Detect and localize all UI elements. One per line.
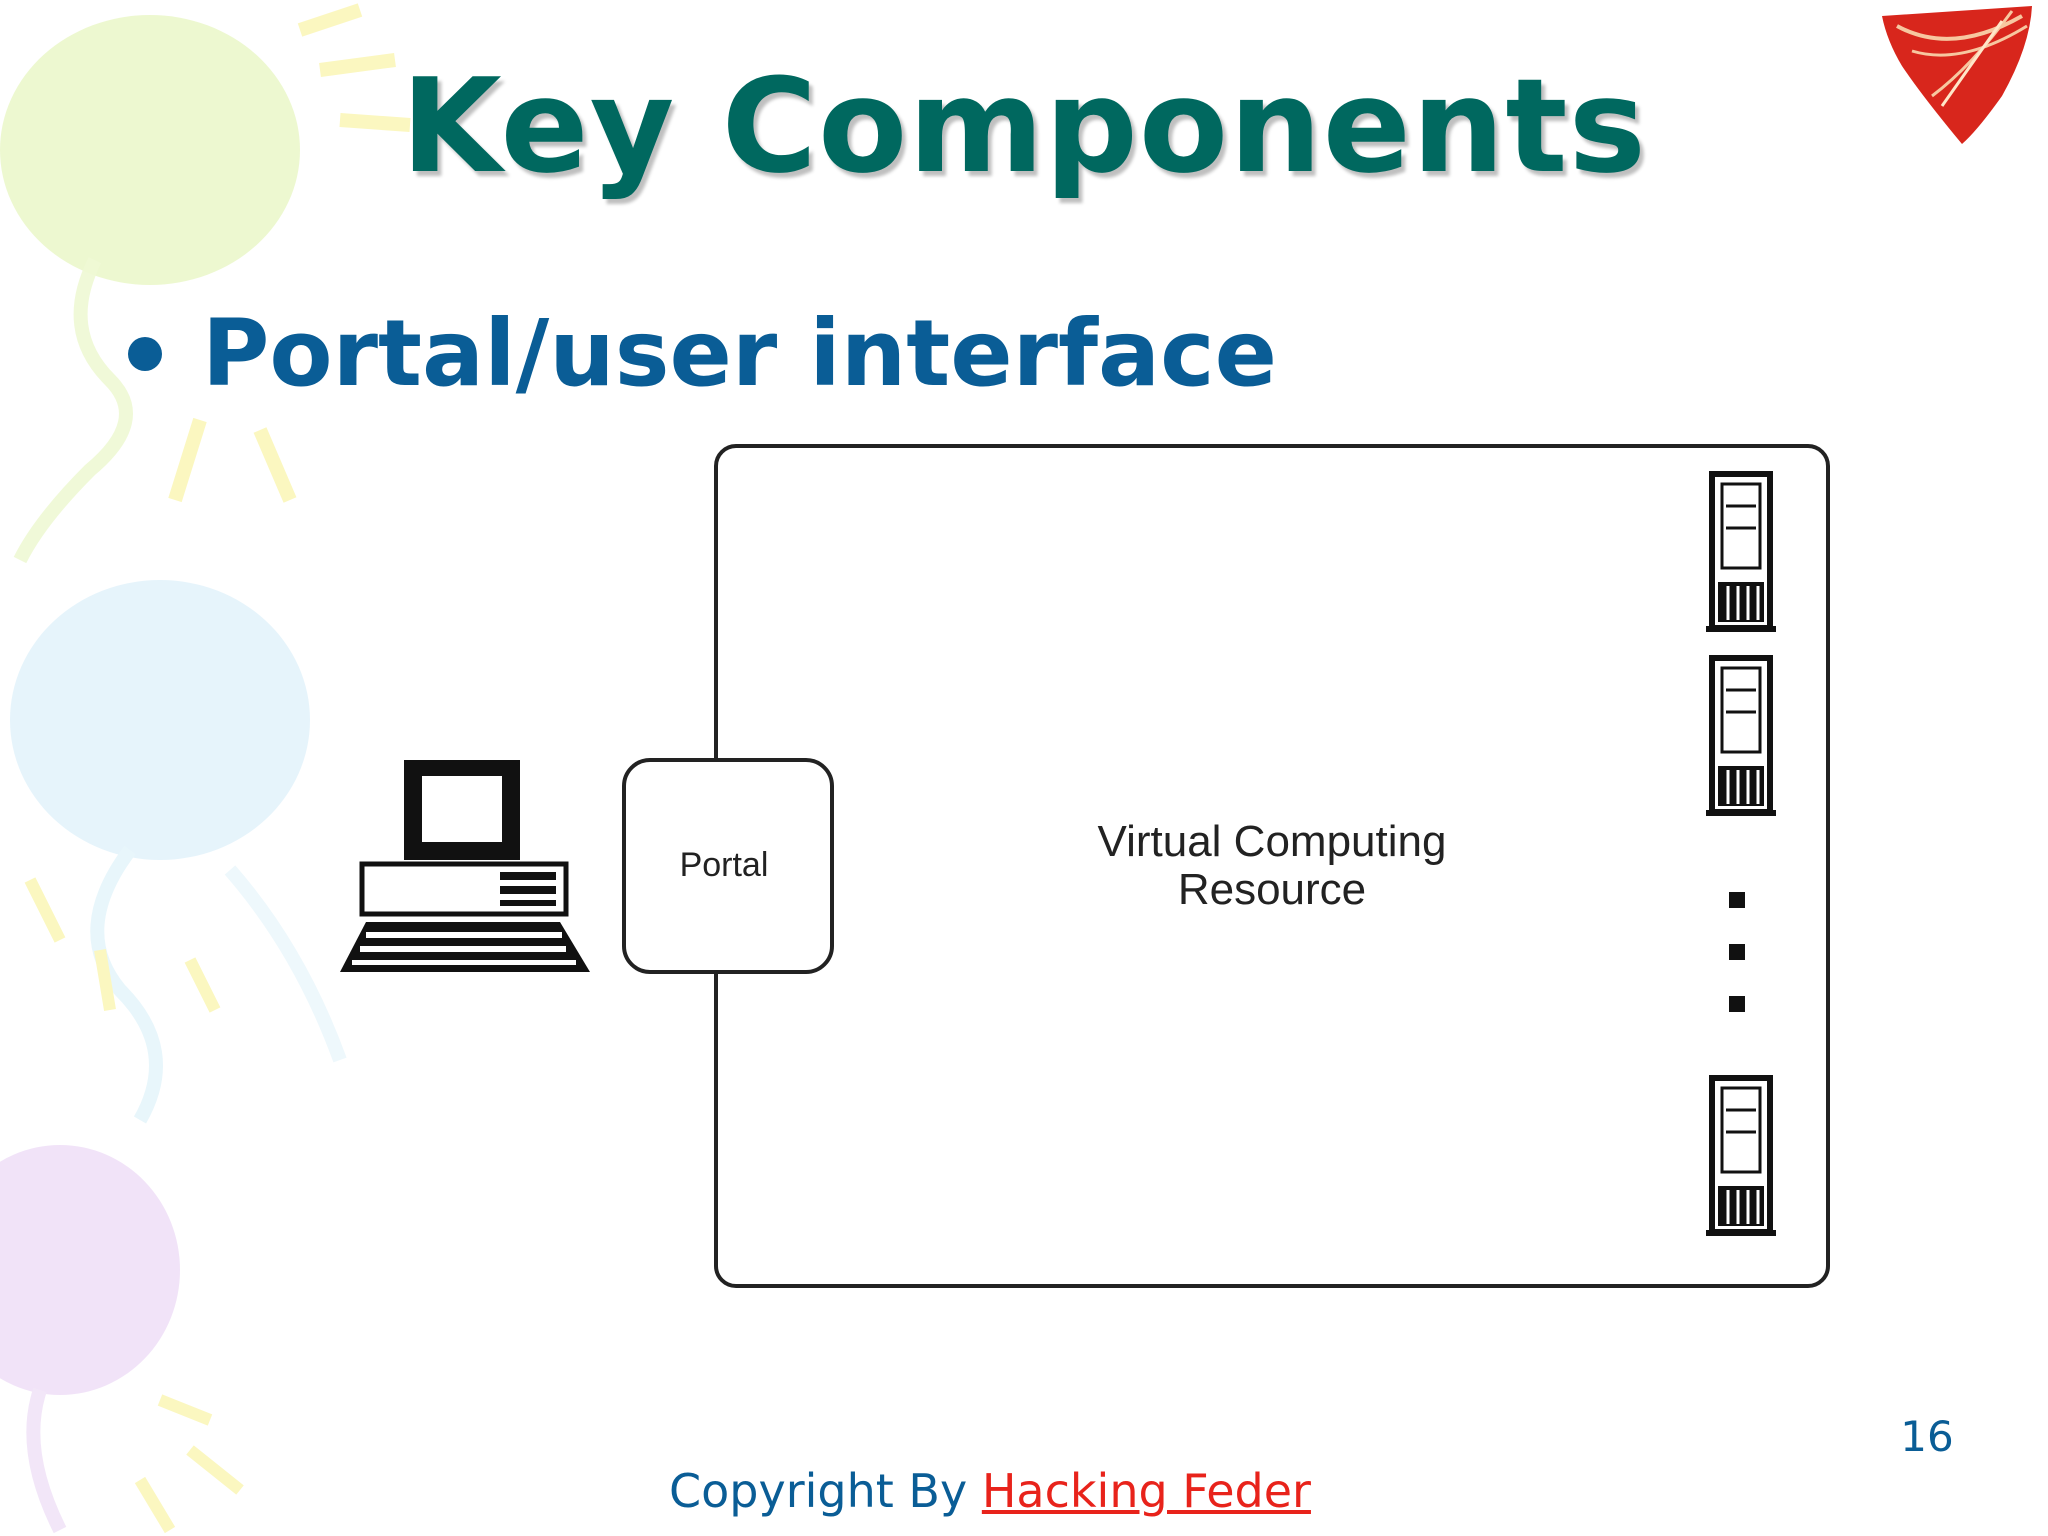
footer-copyright: Copyright By Hacking Feder	[0, 1464, 1980, 1518]
ellipsis-dot	[1729, 996, 1745, 1012]
bullet-dot	[128, 336, 162, 371]
server-tower-icon	[1706, 471, 1776, 632]
bullet-item: Portal/user interface	[128, 300, 1277, 407]
footer-link[interactable]: Hacking Feder	[981, 1464, 1311, 1518]
server-tower-icon	[1706, 1075, 1776, 1236]
balloon-decoration	[0, 15, 300, 285]
balloon-decoration	[10, 580, 310, 860]
ellipsis-dot	[1729, 892, 1745, 908]
red-shield-logo	[1882, 6, 2032, 144]
footer-prefix: Copyright By	[669, 1464, 982, 1518]
portal-box	[622, 758, 834, 974]
page-number: 16	[1900, 1412, 1954, 1461]
slide-title: Key Components	[401, 50, 1647, 202]
bullet-text: Portal/user interface	[202, 300, 1278, 407]
ellipsis-dot	[1729, 944, 1745, 960]
desktop-computer-icon	[340, 760, 590, 972]
resource-label-line1: Virtual Computing	[1098, 817, 1447, 866]
balloon-decoration	[0, 1145, 180, 1395]
resource-label-line2: Resource	[1178, 865, 1366, 914]
portal-label: Portal	[680, 846, 769, 884]
server-tower-icon	[1706, 655, 1776, 816]
